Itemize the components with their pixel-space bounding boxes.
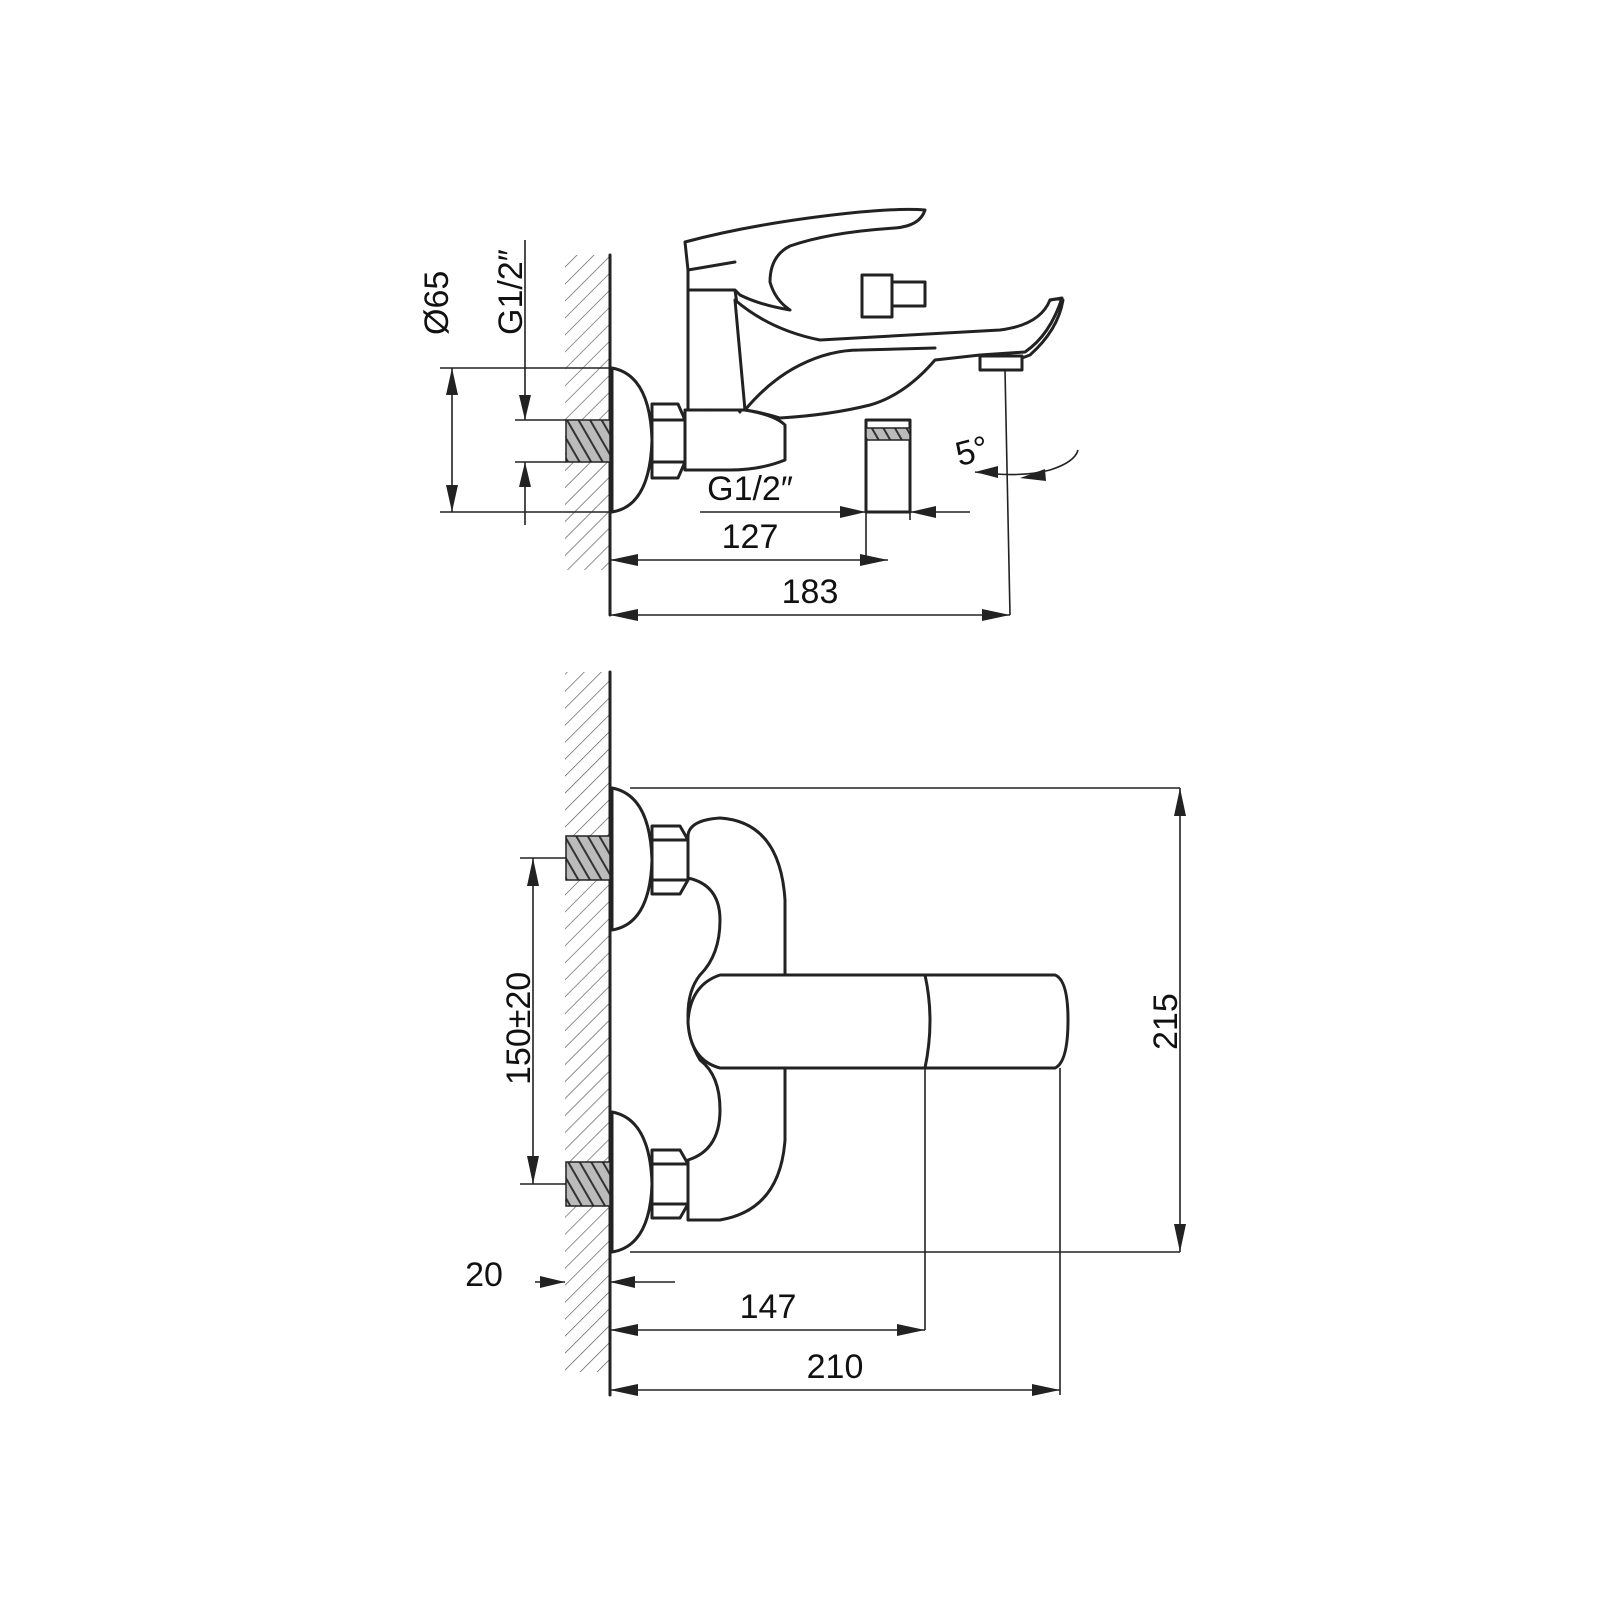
spout-cylinder-front xyxy=(686,973,1070,1070)
top-view: Ø65 G1/2″ G1/2″ 5° 127 183 xyxy=(418,207,1079,621)
wall-thread-top xyxy=(565,419,611,463)
wall-thread-upper xyxy=(565,835,611,881)
front-view: 150±20 215 20 147 210 xyxy=(465,670,1186,1397)
diverter-button xyxy=(860,273,894,319)
hex-nut-top xyxy=(650,402,687,480)
spout-body-top xyxy=(733,296,1064,420)
dim-body-length: 147 xyxy=(740,1288,797,1326)
hex-nut-lower xyxy=(650,1148,690,1220)
dim-diameter-label: Ø65 xyxy=(418,271,456,335)
dim-angle-label: 5° xyxy=(952,429,993,474)
dim-total-length: 210 xyxy=(807,1348,864,1386)
flange-top xyxy=(610,366,654,514)
hex-nut-upper xyxy=(650,824,690,896)
dim-wall-offset: 20 xyxy=(465,1256,503,1294)
flange-lower xyxy=(610,1110,654,1254)
dim-outlet-distance: 127 xyxy=(722,518,779,556)
dim-inlet-spacing: 150±20 xyxy=(500,972,538,1085)
wall-hatch-front xyxy=(565,672,610,1372)
flange-upper xyxy=(610,786,654,932)
wall-thread-lower xyxy=(565,1161,611,1207)
dim-spout-reach: 183 xyxy=(782,573,839,611)
connector-top xyxy=(683,408,787,472)
wall-hatch-top xyxy=(565,255,610,570)
aerator-top xyxy=(978,354,1024,372)
dim-outlet-thread-label: G1/2″ xyxy=(707,470,793,508)
lever-handle-top xyxy=(683,207,927,312)
dim-height: 215 xyxy=(1147,993,1185,1050)
dim-wall-thread-label: G1/2″ xyxy=(492,249,530,335)
